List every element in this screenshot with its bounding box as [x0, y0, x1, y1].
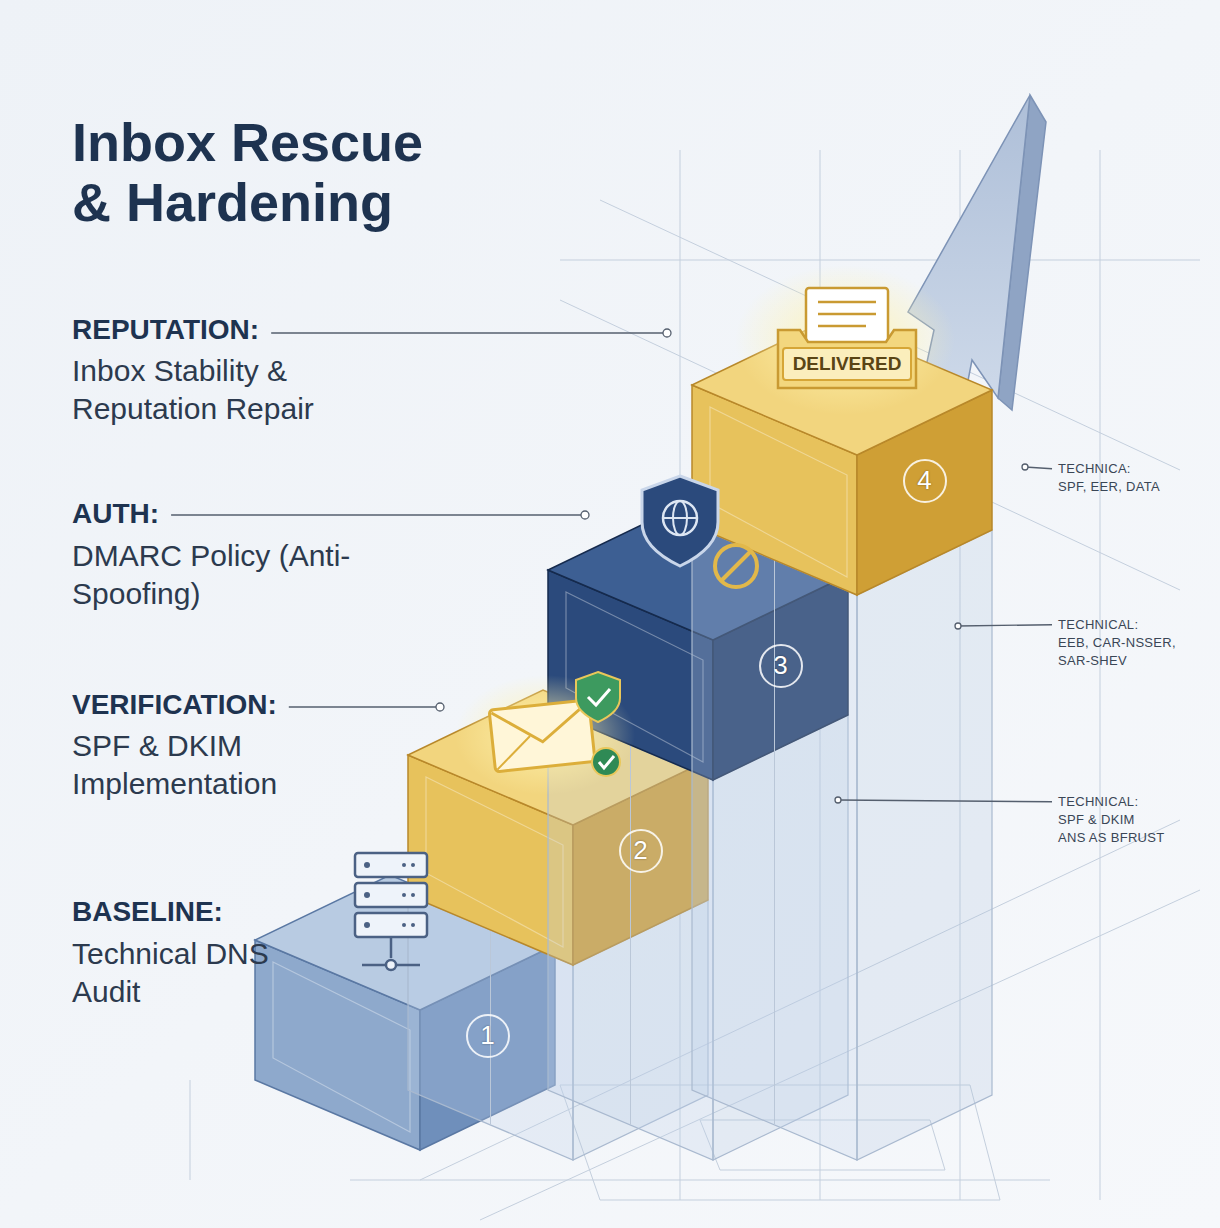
- cube-panel: [273, 962, 410, 1132]
- envelope-flap: [491, 703, 590, 747]
- tray: [778, 330, 916, 388]
- envelope: [489, 700, 595, 772]
- technical-note: EEB, CAR-NSSER,: [1058, 634, 1176, 652]
- shield: [642, 476, 718, 566]
- server-rack: [355, 883, 427, 907]
- step-block: 3: [548, 505, 848, 780]
- leader-line: [1025, 467, 1052, 469]
- step-description: Technical DNS Audit: [72, 935, 272, 1010]
- leader-dot: [955, 623, 961, 629]
- step-description: Inbox Stability & Reputation Repair: [72, 352, 412, 427]
- badge-text: DELIVERED: [782, 347, 913, 381]
- leader-dot: [663, 329, 671, 337]
- globe: [663, 517, 697, 519]
- check-badge: [592, 748, 620, 776]
- step-block: 1: [255, 875, 555, 1150]
- shield-icon: [642, 476, 757, 587]
- envelope-fold: [494, 736, 533, 770]
- check-mark: [599, 756, 614, 768]
- title: Inbox Rescue & Hardening: [72, 112, 452, 233]
- leader-line: [958, 625, 1052, 626]
- technical-note: TECHNICAL:: [1058, 616, 1138, 634]
- glass-pillar: [857, 530, 992, 1160]
- leader-dot: [835, 797, 841, 803]
- status-badge: DELIVERED: [782, 347, 913, 381]
- step-block: 2: [408, 690, 708, 965]
- technical-note: ANS AS BFRUST: [1058, 829, 1164, 847]
- grid-lines: [190, 150, 1200, 1220]
- step-number: 4: [903, 459, 947, 503]
- step-description: SPF & DKIM Implementation: [72, 727, 372, 802]
- server-node: [386, 960, 396, 970]
- glass-pillar: [692, 525, 857, 1160]
- technical-note: SPF & DKIM: [1058, 811, 1135, 829]
- glow: [735, 265, 955, 415]
- step-number: 2: [619, 829, 663, 873]
- envelope-icon: [489, 672, 620, 776]
- technical-note: SAR-SHEV: [1058, 652, 1127, 670]
- leader-line: [838, 800, 1052, 802]
- check-shield: [576, 672, 620, 722]
- glows: [455, 265, 955, 795]
- step-heading: REPUTATION:: [72, 313, 259, 347]
- technical-note: TECHNICAL:: [1058, 793, 1138, 811]
- globe: [663, 501, 697, 535]
- glow: [455, 675, 635, 795]
- cube-panel: [426, 777, 563, 947]
- glass-edge: [630, 745, 631, 1125]
- no-sign: [715, 545, 757, 587]
- leader-line: [171, 514, 581, 515]
- server-cable: [390, 937, 393, 958]
- check-mark: [588, 689, 610, 705]
- server-rack: [355, 853, 427, 877]
- step-description: DMARC Policy (Anti-Spoofing): [72, 537, 362, 612]
- step-block: 4 DELIVERED: [692, 320, 992, 595]
- cube-panel: [710, 407, 847, 577]
- inbox-tray-icon: [778, 288, 916, 388]
- server-rack: [355, 913, 427, 937]
- step-number: 3: [759, 644, 803, 688]
- step-heading: VERIFICATION:: [72, 688, 277, 722]
- leader-dot: [581, 511, 589, 519]
- leader-line: [271, 332, 663, 333]
- step-heading: AUTH:: [72, 497, 159, 531]
- technical-note: SPF, EER, DATA: [1058, 478, 1160, 496]
- leader-line: [289, 706, 436, 707]
- leader-dot: [436, 703, 444, 711]
- step-number: 1: [466, 1014, 510, 1058]
- letter: [806, 288, 888, 350]
- step-heading: BASELINE:: [72, 895, 223, 929]
- server-icon: [355, 853, 427, 970]
- technical-note: TECHNICA:: [1058, 460, 1131, 478]
- leader-dot: [1022, 464, 1028, 470]
- no-sign: [722, 552, 750, 580]
